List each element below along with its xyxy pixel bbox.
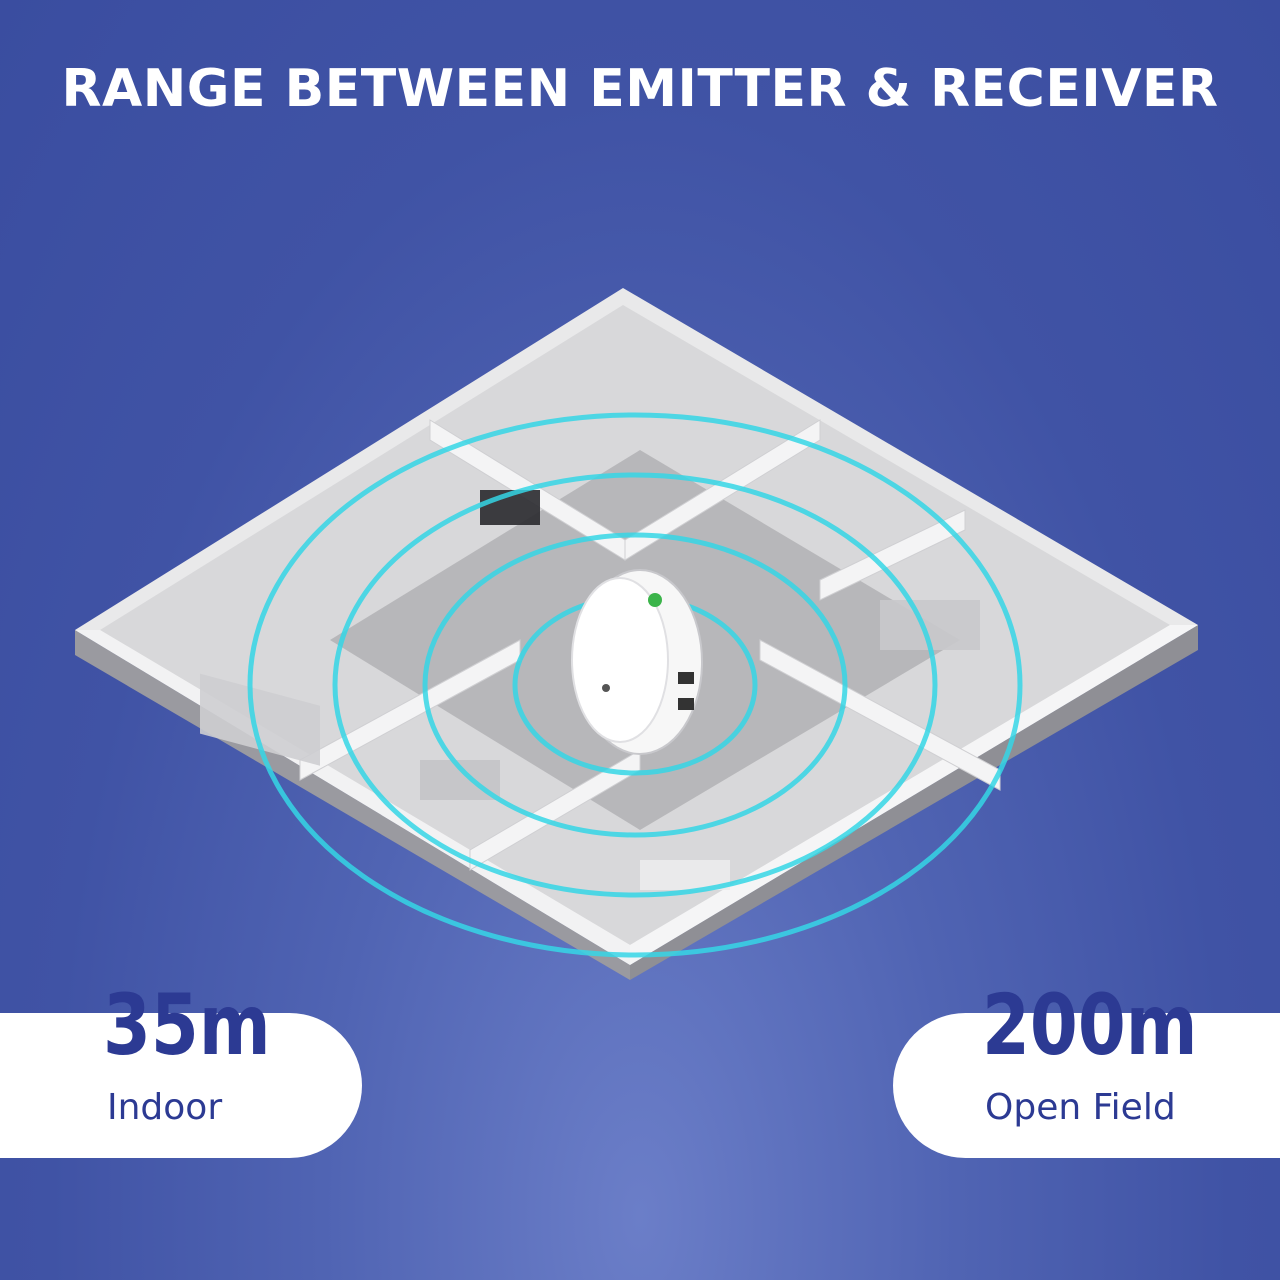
open-field-range-label: Open Field: [985, 1087, 1176, 1128]
receiver-device-icon: [571, 569, 703, 755]
indoor-range-value: 35m: [103, 976, 271, 1074]
signal-waves-icon: [247, 412, 1023, 958]
page-title: RANGE BETWEEN EMITTER & RECEIVER: [61, 59, 1219, 119]
open-field-range-value: 200m: [982, 976, 1198, 1074]
open-field-range-card: [893, 1013, 1280, 1158]
indoor-range-card: [0, 1013, 362, 1158]
indoor-range-label: Indoor: [107, 1087, 223, 1128]
